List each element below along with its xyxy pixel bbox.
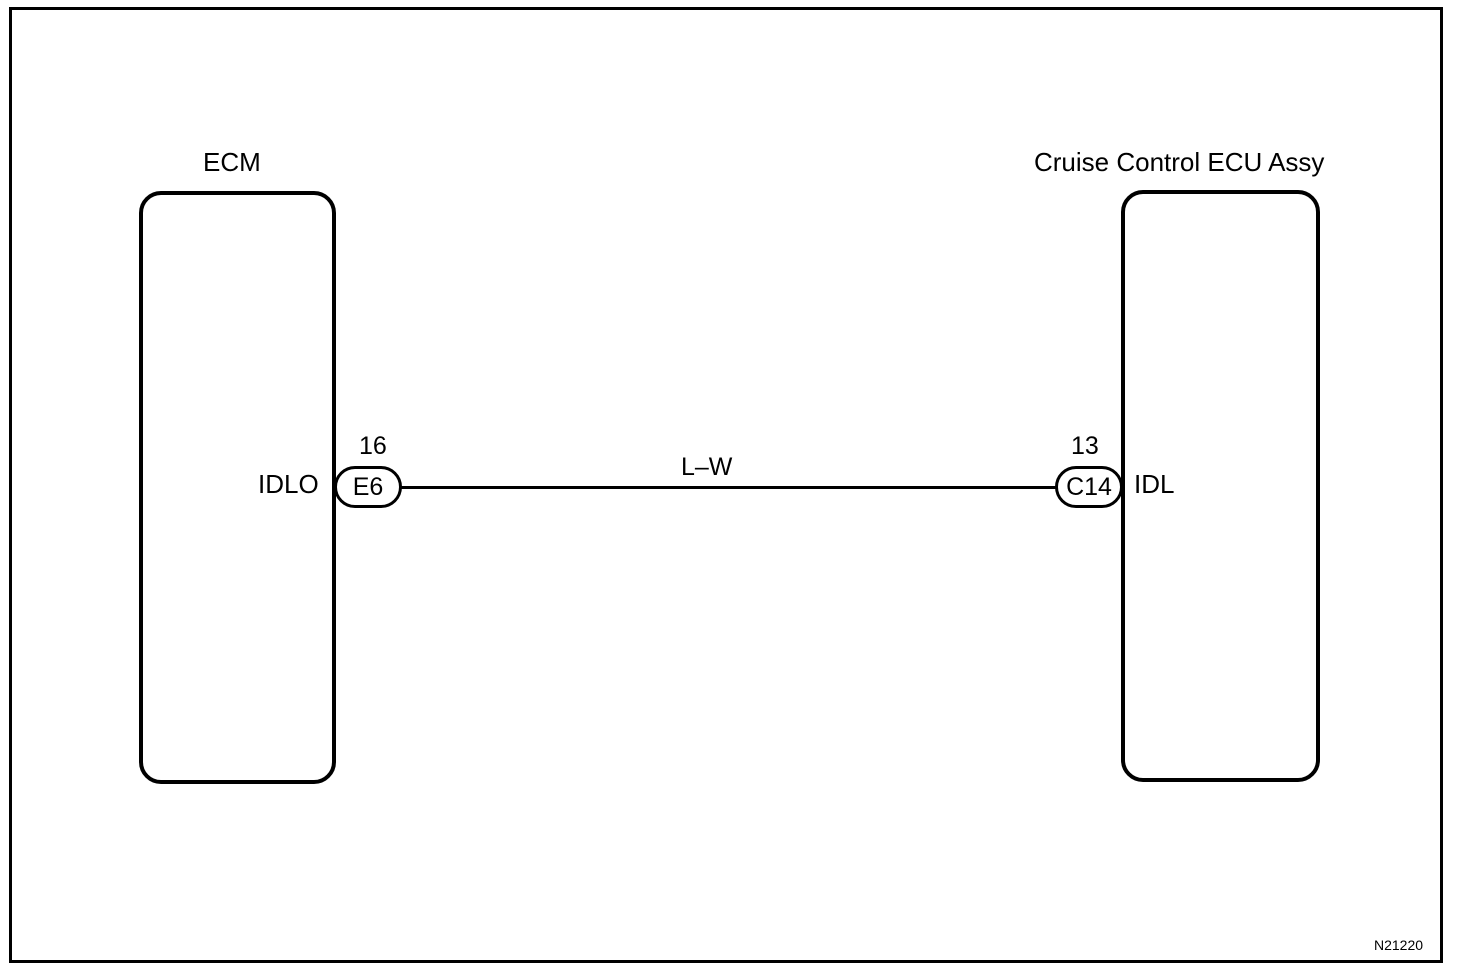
ecm-title: ECM: [203, 147, 261, 177]
ecm-connector: E6: [334, 466, 402, 508]
ecm-pin-number: 16: [359, 432, 387, 460]
ecm-pin-label: IDLO: [258, 469, 319, 499]
cruise-ecu-connector: C14: [1055, 466, 1123, 508]
cruise-ecu-pin-label: IDL: [1134, 469, 1175, 499]
wire-color-code: L–W: [681, 453, 733, 481]
ecm-box: [139, 191, 336, 784]
cruise-ecu-box: [1121, 190, 1320, 782]
cruise-ecu-title: Cruise Control ECU Assy: [1034, 147, 1325, 177]
signal-wire: [401, 486, 1057, 489]
figure-id: N21220: [1374, 937, 1424, 953]
diagram-frame: [9, 7, 1443, 963]
cruise-ecu-pin-number: 13: [1071, 432, 1099, 460]
